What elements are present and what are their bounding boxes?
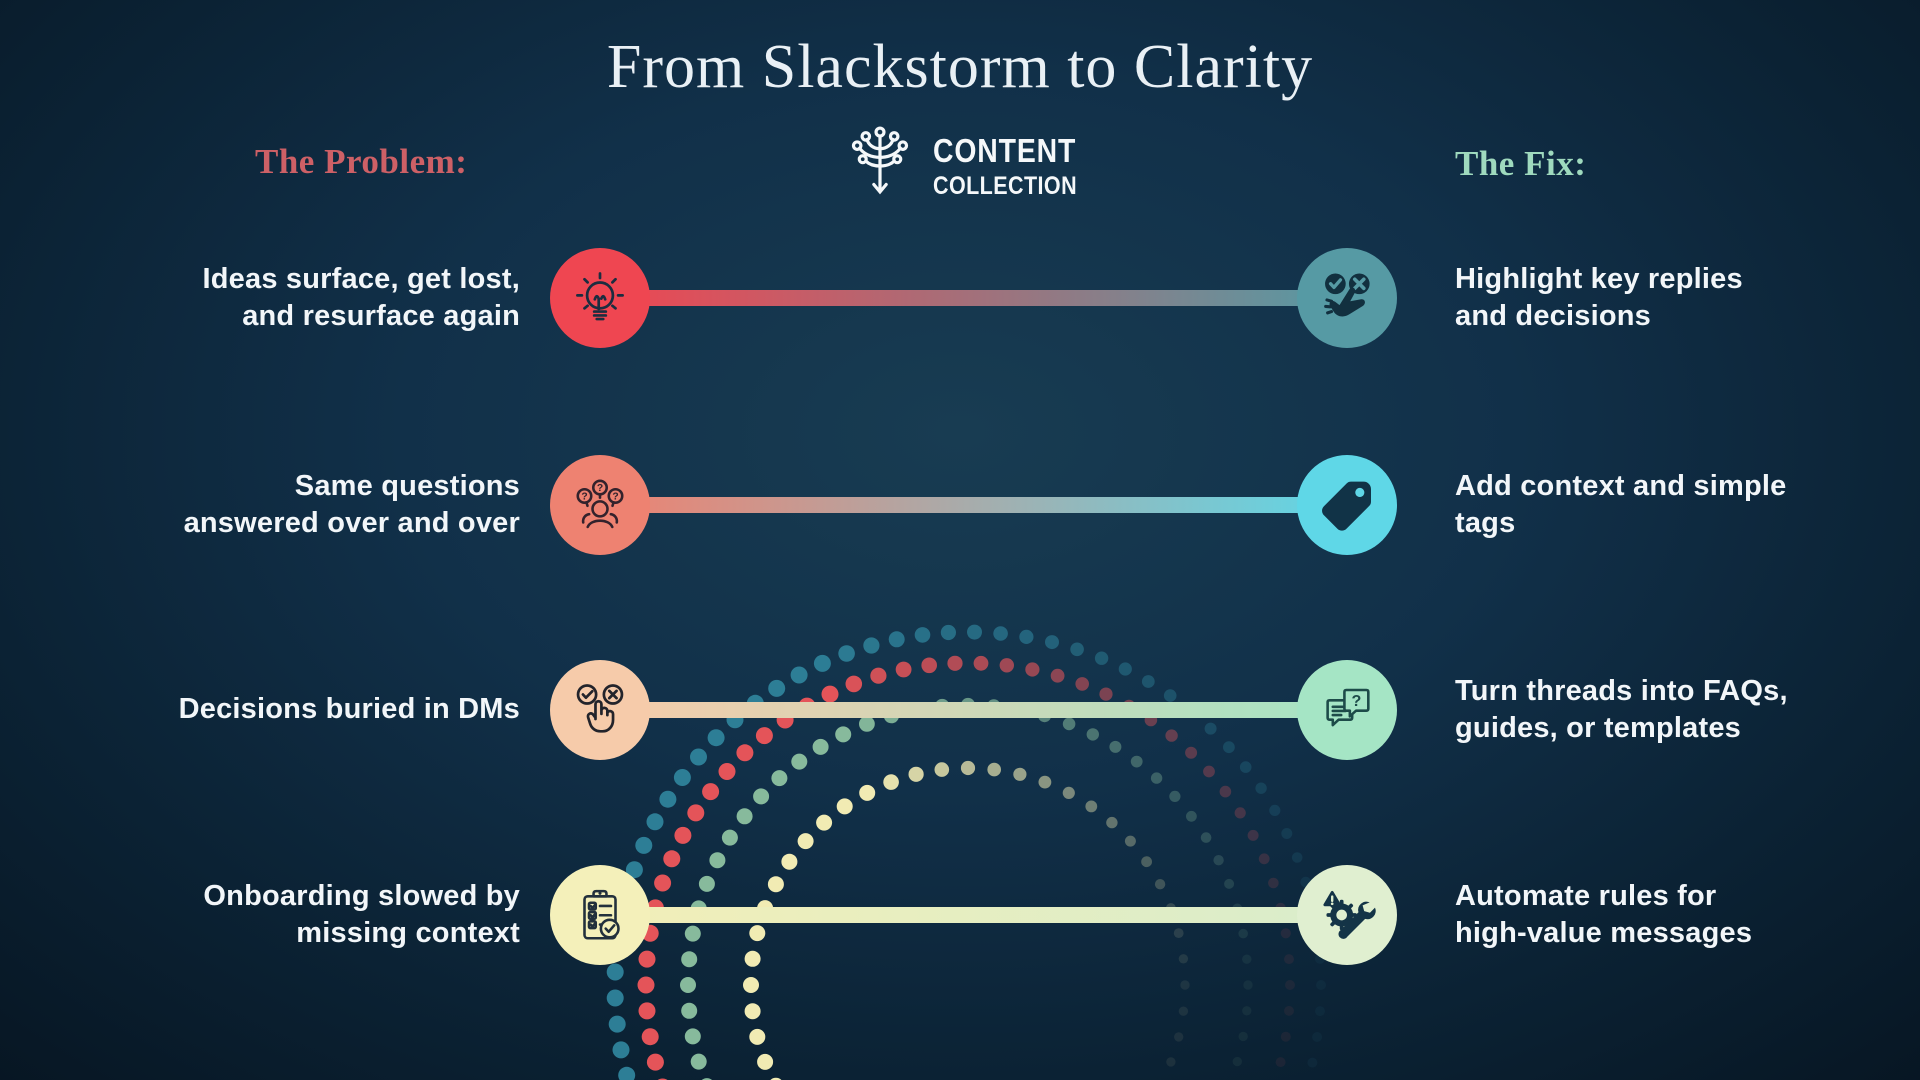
fix-icon-circle (1297, 248, 1397, 348)
problem-icon-circle (550, 248, 650, 348)
fix-icon-circle: ? (1297, 660, 1397, 760)
choice-hand-outline-icon (569, 679, 631, 741)
connector-line (600, 907, 1347, 923)
problem-column-label: The Problem: (255, 142, 468, 181)
fix-text: Add context and simple tags (1455, 469, 1787, 539)
connector-line (600, 702, 1347, 718)
svg-text:?: ? (1351, 692, 1361, 710)
connector-line (600, 290, 1347, 306)
problem-icon-circle (550, 865, 650, 965)
gear-wrench-icon (1315, 883, 1379, 947)
row-onboarding: Onboarding slowed by missing context (0, 865, 1920, 965)
questions-group-icon: ? ? ? (569, 474, 631, 536)
problem-text: Ideas surface, get lost, and resurface a… (202, 262, 520, 332)
lightbulb-icon (569, 267, 631, 329)
fix-text: Highlight key replies and decisions (1455, 262, 1743, 332)
svg-text:?: ? (581, 491, 587, 502)
fix-column-label: The Fix: (1455, 144, 1587, 183)
svg-text:?: ? (612, 491, 618, 502)
tag-icon (1315, 473, 1379, 537)
fix-text: Automate rules for high-value messages (1455, 879, 1753, 949)
problem-text: Decisions buried in DMs (178, 693, 520, 726)
row-decisions: Decisions buried in DMs ? (0, 660, 1920, 760)
problem-text: Same questions answered over and over (183, 469, 520, 539)
connector-line (600, 497, 1347, 513)
brand-logo: CONTENT COLLECTION (843, 122, 1101, 215)
fix-text: Turn threads into FAQs, guides, or templ… (1455, 674, 1788, 744)
row-ideas: Ideas surface, get lost, and resurface a… (0, 248, 1920, 348)
tree-icon (843, 122, 917, 215)
faq-bubbles-icon: ? (1316, 679, 1378, 741)
clipboard-checklist-icon (569, 884, 631, 946)
problem-icon-circle: ? ? ? (550, 455, 650, 555)
logo-word-collection: COLLECTION (933, 172, 1078, 200)
choice-hand-filled-icon (1316, 267, 1378, 329)
problem-icon-circle (550, 660, 650, 760)
problem-text: Onboarding slowed by missing context (203, 879, 520, 949)
svg-text:?: ? (597, 483, 603, 494)
page-title: From Slackstorm to Clarity (606, 33, 1314, 101)
fix-icon-circle (1297, 865, 1397, 965)
logo-word-content: CONTENT (933, 132, 1077, 169)
row-questions: Same questions answered over and over ? … (0, 455, 1920, 555)
fix-icon-circle (1297, 455, 1397, 555)
